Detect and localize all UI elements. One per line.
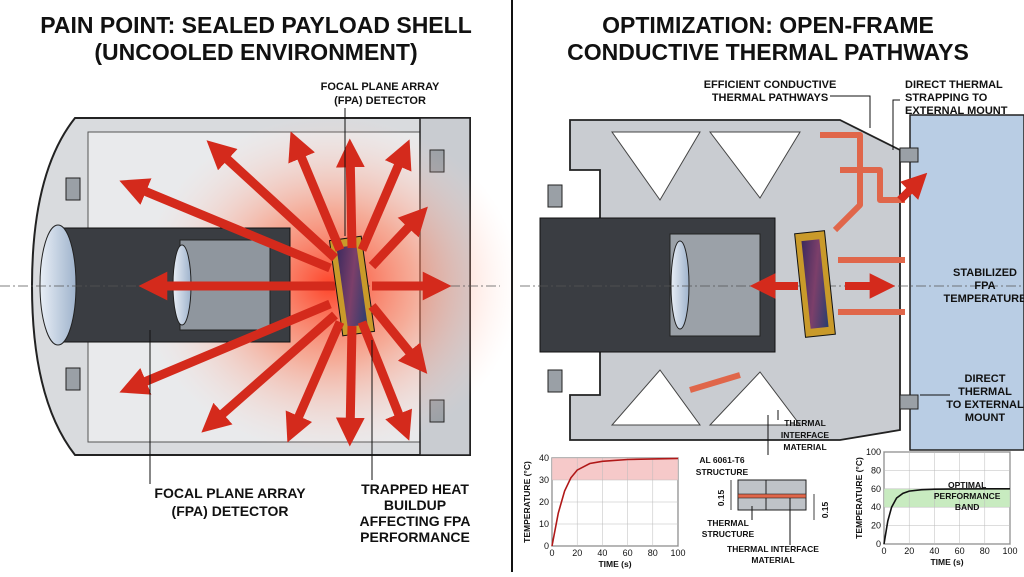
fpa-sensor-icon xyxy=(336,244,368,328)
right-title-line2: CONDUCTIVE THERMAL PATHWAYS xyxy=(567,39,969,65)
stabilized-label: STABILIZED FPA TEMPERATURE xyxy=(944,267,1024,305)
strapping-label-line2: STRAPPING TO xyxy=(905,92,988,104)
detail-structure-line1: THERMAL xyxy=(707,518,749,528)
heat-label-line2: BUILDUP xyxy=(384,497,446,513)
dim-right-label: 0.15 xyxy=(820,501,830,518)
fpa-label-bottom-line1: FOCAL PLANE ARRAY xyxy=(154,485,306,501)
x-tick-label: 80 xyxy=(648,548,658,558)
right-panel: OPTIMIZATION: OPEN-FRAME CONDUCTIVE THER… xyxy=(520,12,1024,569)
x-tick-label: 20 xyxy=(904,546,914,556)
stabilized-label-line1: STABILIZED xyxy=(953,267,1017,279)
right-title-line1: OPTIMIZATION: OPEN-FRAME xyxy=(602,12,934,38)
y-tick-label: 0 xyxy=(876,539,881,549)
y-tick-label: 30 xyxy=(539,475,549,485)
x-axis-label: TIME (s) xyxy=(598,559,631,569)
pathways-label: EFFICIENT CONDUCTIVE THERMAL PATHWAYS xyxy=(704,79,837,104)
heat-label-line1: TRAPPED HEAT xyxy=(361,481,469,497)
interface-label-line1: THERMAL xyxy=(784,418,826,428)
x-tick-label: 60 xyxy=(623,548,633,558)
left-title-line2: (UNCOOLED ENVIRONMENT) xyxy=(94,39,417,65)
y-tick-label: 60 xyxy=(871,484,881,494)
y-axis-label: TEMPERATURE (°C) xyxy=(854,457,864,539)
interface-label-line2: INTERFACE xyxy=(781,430,830,440)
pathways-label-line2: THERMAL PATHWAYS xyxy=(712,92,828,104)
x-tick-label: 20 xyxy=(572,548,582,558)
structure-label-line1: AL 6061-T6 xyxy=(699,455,744,465)
y-tick-label: 80 xyxy=(871,465,881,475)
pathways-leader xyxy=(830,95,871,128)
y-tick-label: 0 xyxy=(544,541,549,551)
x-tick-label: 40 xyxy=(929,546,939,556)
y-tick-label: 20 xyxy=(871,521,881,531)
x-tick-label: 100 xyxy=(1002,546,1017,556)
frame-bolts xyxy=(547,147,919,410)
interface-detail: 0.15 0.15 THERMAL STRUCTURE THERMAL INTE… xyxy=(702,479,830,565)
dim-left-label: 0.15 xyxy=(716,489,726,506)
right-fpa-sensor-icon xyxy=(801,239,829,329)
fpa-label-top-line1: FOCAL PLANE ARRAY xyxy=(321,81,440,93)
heat-label-line3: AFFECTING FPA xyxy=(360,513,471,529)
pathways-label-line1: EFFICIENT CONDUCTIVE xyxy=(704,79,837,91)
detail-interface-line2: MATERIAL xyxy=(751,555,794,565)
trapped-heat-arrows xyxy=(119,131,452,447)
fpa-label-top-line2: (FPA) DETECTOR xyxy=(334,95,426,107)
direct-label-line2: THERMAL xyxy=(958,386,1012,398)
trapped-heat-label: TRAPPED HEAT BUILDUP AFFECTING FPA PERFO… xyxy=(360,481,471,545)
stabilized-label-line3: TEMPERATURE xyxy=(944,293,1024,305)
external-mount xyxy=(909,114,1024,451)
structure-label-line2: STRUCTURE xyxy=(696,467,749,477)
fpa-label-bottom-line2: (FPA) DETECTOR xyxy=(172,503,289,519)
y-tick-label: 40 xyxy=(871,502,881,512)
stabilized-label-line2: FPA xyxy=(974,280,995,292)
temperature-curve xyxy=(883,488,1010,545)
temperature-curve xyxy=(551,457,679,547)
structure-label: AL 6061-T6 STRUCTURE xyxy=(696,455,749,477)
y-tick-label: 20 xyxy=(539,497,549,507)
x-tick-label: 100 xyxy=(670,548,685,558)
strapping-label-line3: EXTERNAL MOUNT xyxy=(905,105,1008,117)
conductive-pathways xyxy=(689,132,905,393)
y-tick-label: 100 xyxy=(866,447,881,457)
y-tick-label: 10 xyxy=(539,519,549,529)
band-label: OPTIMAL xyxy=(948,480,986,490)
direct-label-line3: TO EXTERNAL xyxy=(946,399,1024,411)
band xyxy=(552,458,678,480)
front-lens-icon xyxy=(39,224,77,346)
x-axis-label: TIME (s) xyxy=(930,557,963,567)
y-tick-label: 40 xyxy=(539,453,549,463)
interface-label: THERMAL INTERFACE MATERIAL xyxy=(781,418,830,452)
x-tick-label: 40 xyxy=(597,548,607,558)
right-inner-lens-icon xyxy=(670,240,690,330)
strapping-leader xyxy=(892,99,900,150)
strapping-label-line1: DIRECT THERMAL xyxy=(905,79,1003,91)
direct-label-line4: MOUNT xyxy=(965,412,1006,424)
detail-structure-line2: STRUCTURE xyxy=(702,529,755,539)
x-tick-label: 80 xyxy=(980,546,990,556)
strapping-label: DIRECT THERMAL STRAPPING TO EXTERNAL MOU… xyxy=(905,79,1008,117)
pathway-arrows xyxy=(749,172,928,299)
direct-label-line1: DIRECT xyxy=(965,373,1006,385)
left-title-line1: PAIN POINT: SEALED PAYLOAD SHELL xyxy=(40,12,472,38)
x-tick-label: 0 xyxy=(549,548,554,558)
band xyxy=(884,488,1010,508)
direct-thermal-label: DIRECT THERMAL TO EXTERNAL MOUNT xyxy=(946,373,1024,424)
left-panel: PAIN POINT: SEALED PAYLOAD SHELL (UNCOOL… xyxy=(0,12,520,545)
detail-interface-line1: THERMAL INTERFACE xyxy=(727,544,819,554)
x-tick-label: 60 xyxy=(955,546,965,556)
band-label: PERFORMANCE xyxy=(934,491,1001,501)
band-label: BAND xyxy=(955,502,980,512)
heat-label-line4: PERFORMANCE xyxy=(360,529,470,545)
x-tick-label: 0 xyxy=(881,546,886,556)
y-axis-label: TEMPERATURE (°C) xyxy=(522,461,532,543)
interface-label-line3: MATERIAL xyxy=(783,442,826,452)
